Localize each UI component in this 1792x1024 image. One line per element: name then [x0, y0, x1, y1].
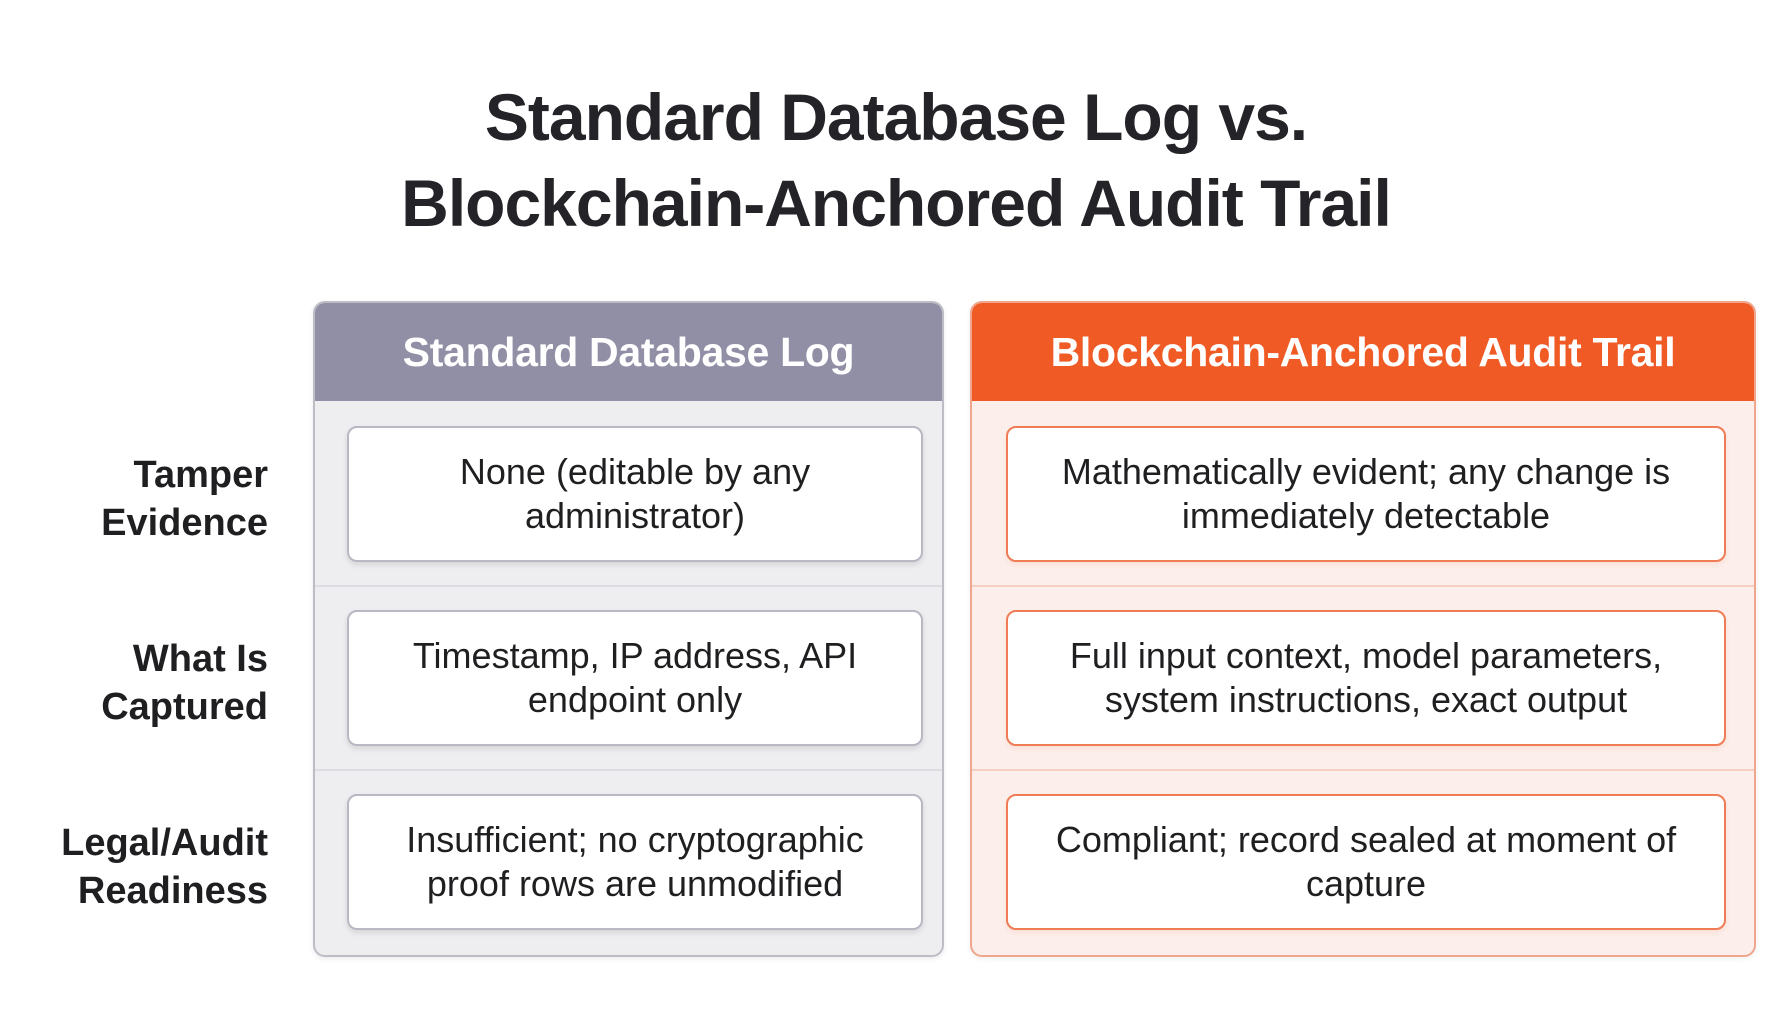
page-title: Standard Database Log vs. Blockchain-Anc… — [0, 74, 1792, 246]
standard-what-is-captured-cell: Timestamp, IP address, API endpoint only — [347, 610, 923, 746]
row-divider — [972, 769, 1754, 771]
standard-tamper-evidence-cell: None (editable by any administrator) — [347, 426, 923, 562]
row-divider — [315, 585, 942, 587]
row-label-line: Captured — [101, 686, 268, 728]
blockchain-legal-readiness-cell: Compliant; record sealed at moment of ca… — [1006, 794, 1726, 930]
standard-log-header: Standard Database Log — [315, 303, 942, 401]
title-line-2: Blockchain-Anchored Audit Trail — [401, 166, 1392, 240]
cell-text: Insufficient; no cryptographic proof row… — [406, 819, 864, 904]
cell-text: None (editable by any administrator) — [459, 451, 811, 536]
blockchain-trail-column: Blockchain-Anchored Audit Trail Mathemat… — [970, 301, 1756, 957]
row-divider — [972, 585, 1754, 587]
title-line-1: Standard Database Log vs. — [484, 80, 1308, 154]
blockchain-trail-header: Blockchain-Anchored Audit Trail — [972, 303, 1754, 401]
standard-legal-readiness-cell: Insufficient; no cryptographic proof row… — [347, 794, 923, 930]
cell-text: Compliant; record sealed at moment of ca… — [1055, 819, 1677, 904]
row-divider — [315, 769, 942, 771]
row-label-line: Evidence — [101, 502, 268, 544]
row-label-legal-audit-readiness: Legal/Audit Readiness — [18, 812, 268, 922]
row-label-line: What Is — [132, 638, 268, 680]
row-label-what-is-captured: What Is Captured — [18, 628, 268, 738]
row-label-line: Tamper — [133, 454, 268, 496]
row-label-line: Legal/Audit — [61, 822, 268, 864]
standard-log-column: Standard Database Log None (editable by … — [313, 301, 944, 957]
cell-text: Timestamp, IP address, API endpoint only — [412, 635, 858, 720]
blockchain-what-is-captured-cell: Full input context, model parameters, sy… — [1006, 610, 1726, 746]
row-label-tamper-evidence: Tamper Evidence — [18, 444, 268, 554]
cell-text: Full input context, model parameters, sy… — [1069, 635, 1663, 720]
cell-text: Mathematically evident; any change is im… — [1061, 451, 1671, 536]
blockchain-tamper-evidence-cell: Mathematically evident; any change is im… — [1006, 426, 1726, 562]
row-label-line: Readiness — [77, 870, 268, 912]
